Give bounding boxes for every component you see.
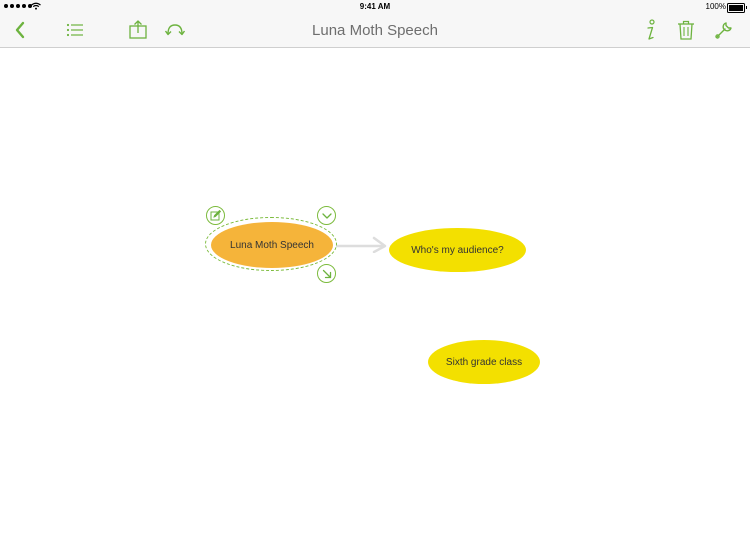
connector-arrow	[336, 236, 387, 253]
wifi-icon	[31, 2, 41, 10]
list-icon	[66, 23, 83, 37]
child-node-label: Who's my audience?	[411, 244, 504, 256]
share-button[interactable]	[127, 19, 149, 41]
status-bar: 9:41 AM 100%	[0, 0, 750, 14]
delete-button[interactable]	[675, 19, 697, 41]
battery-icon	[727, 3, 747, 13]
edit-icon	[210, 210, 221, 221]
collapse-node-button[interactable]	[317, 206, 336, 225]
settings-button[interactable]	[713, 19, 735, 41]
toolbar: Luna Moth Speech	[0, 14, 750, 48]
battery-percentage: 100%	[705, 2, 726, 11]
document-title: Luna Moth Speech	[312, 22, 438, 39]
outline-button[interactable]	[64, 19, 86, 41]
add-child-button[interactable]	[317, 264, 336, 283]
arrow-down-right-icon	[322, 269, 331, 278]
wrench-icon	[715, 22, 732, 39]
root-node-label: Luna Moth Speech	[230, 239, 314, 251]
root-node[interactable]: Luna Moth Speech	[211, 222, 333, 268]
chevron-down-icon	[321, 212, 332, 219]
mindmap-canvas[interactable]: Luna Moth Speech Who's my audience? Sixt…	[0, 48, 750, 560]
signal-icon	[4, 4, 32, 8]
edit-node-button[interactable]	[206, 206, 225, 225]
info-button[interactable]	[639, 19, 661, 41]
info-icon	[647, 19, 655, 40]
floating-node[interactable]: Sixth grade class	[428, 340, 540, 384]
undo-button[interactable]	[164, 19, 186, 41]
trash-icon	[678, 20, 694, 40]
chevron-left-icon	[15, 21, 25, 39]
back-button[interactable]	[9, 19, 31, 41]
status-time: 9:41 AM	[359, 2, 391, 11]
undo-icon	[164, 24, 186, 36]
child-node[interactable]: Who's my audience?	[389, 228, 526, 272]
share-box-icon	[129, 20, 147, 39]
floating-node-label: Sixth grade class	[445, 356, 523, 368]
